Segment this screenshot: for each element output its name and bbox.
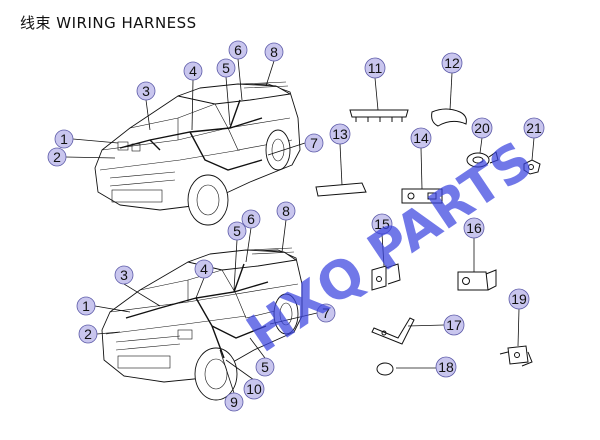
part-callout-19: 19 xyxy=(511,291,527,307)
part-21-clip: 21 xyxy=(523,117,545,175)
part-15-bracket: 15 xyxy=(371,213,401,291)
part-callout-18: 18 xyxy=(438,359,454,375)
part-18-grommet: 18 xyxy=(376,356,457,378)
lower-callouts: 1 2 3 4 5 6 8 7 5 10 9 xyxy=(76,201,336,412)
part-14-bracket: 14 xyxy=(401,127,443,204)
lower-callout-7: 7 xyxy=(322,305,330,321)
lower-callout-4: 4 xyxy=(200,261,208,277)
part-16-bracket: 16 xyxy=(457,217,497,291)
part-callout-13: 13 xyxy=(332,126,348,142)
upper-callout-6: 6 xyxy=(234,42,242,58)
part-19-bracket: 19 xyxy=(499,288,533,367)
upper-callout-7: 7 xyxy=(310,135,318,151)
part-callout-16: 16 xyxy=(466,220,482,236)
part-20-clip: 20 xyxy=(466,117,499,168)
part-callout-15: 15 xyxy=(374,216,390,232)
page-title: 线束 WIRING HARNESS xyxy=(20,14,197,32)
lower-callout-10: 10 xyxy=(246,381,262,397)
upper-callout-1: 1 xyxy=(60,131,68,147)
lower-vehicle xyxy=(101,247,303,401)
part-callout-12: 12 xyxy=(444,55,460,71)
part-callout-17: 17 xyxy=(446,317,462,333)
lower-callout-3: 3 xyxy=(120,267,128,283)
lower-callout-6: 6 xyxy=(247,211,255,227)
upper-callout-4: 4 xyxy=(189,63,197,79)
part-callout-14: 14 xyxy=(413,130,429,146)
part-12-tape: 12 xyxy=(431,52,467,127)
upper-callouts: 1 2 3 4 5 6 8 7 xyxy=(47,40,324,167)
part-17-bracket: 17 xyxy=(371,314,465,345)
part-callout-11: 11 xyxy=(368,60,383,76)
lower-callout-9: 9 xyxy=(230,394,238,410)
upper-callout-5: 5 xyxy=(222,60,230,76)
upper-callout-8: 8 xyxy=(270,44,278,60)
upper-callout-3: 3 xyxy=(142,83,150,99)
upper-vehicle xyxy=(94,81,301,226)
lower-callout-5-bottom: 5 xyxy=(261,359,269,375)
upper-callout-2: 2 xyxy=(53,149,61,165)
part-11-bracket: 11 xyxy=(349,57,409,122)
part-callout-21: 21 xyxy=(526,120,542,136)
lower-callout-2: 2 xyxy=(84,326,92,342)
part-callout-20: 20 xyxy=(474,120,490,136)
lower-callout-1: 1 xyxy=(82,298,90,314)
lower-callout-5-top: 5 xyxy=(233,223,241,239)
part-13-plate: 13 xyxy=(315,123,367,197)
lower-callout-8: 8 xyxy=(282,203,290,219)
